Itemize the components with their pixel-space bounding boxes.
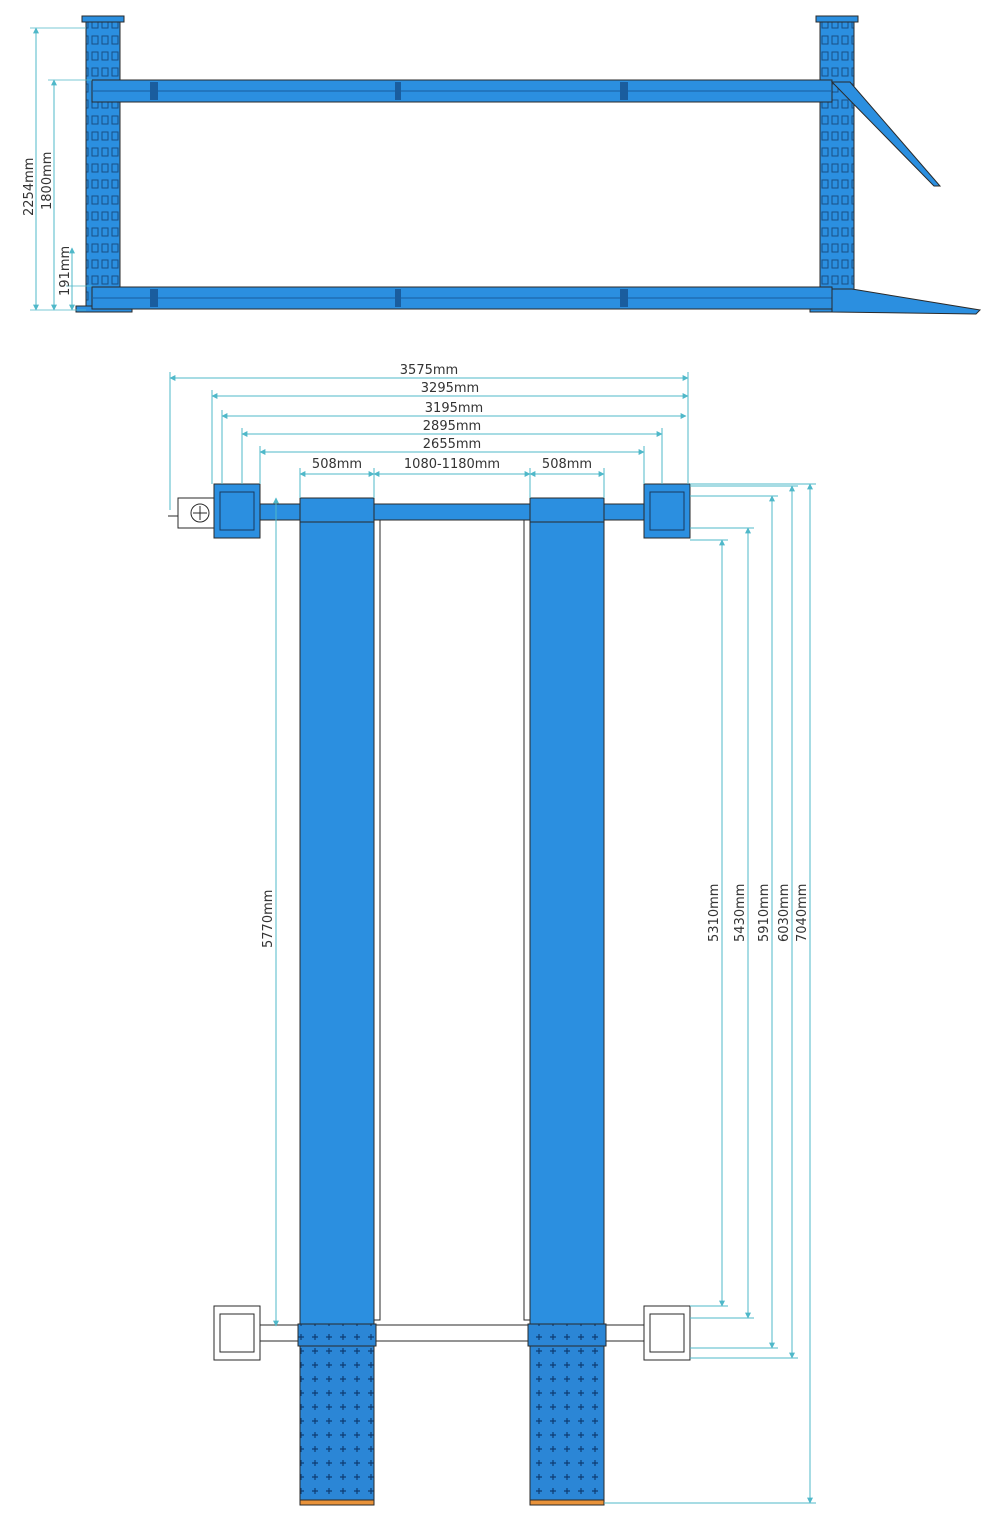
upper-runway-joint-right [620, 82, 628, 100]
right-post [819, 19, 855, 311]
lower-runway-joint-right [620, 289, 628, 307]
upper-ramp [830, 81, 942, 187]
label-width-overall: 3575mm [400, 363, 458, 378]
label-width-crossbeam: 2895mm [423, 419, 481, 434]
right-ramp [529, 1345, 605, 1501]
upper-runway-joint-left [150, 82, 158, 100]
left-ramp-edge [299, 1499, 375, 1506]
right-ramp-edge [529, 1499, 605, 1506]
right-post-cap [815, 15, 859, 23]
post-plate-top-left [213, 483, 261, 539]
label-length-total: 7040mm [795, 884, 810, 942]
left-runway [299, 497, 375, 1325]
left-runway-front-plate [299, 497, 375, 523]
label-runway-width-right: 508mm [542, 457, 592, 472]
right-runway-front-plate [529, 497, 605, 523]
left-ramp [299, 1345, 375, 1501]
left-post [85, 19, 121, 311]
label-length-posts-inner: 5310mm [707, 884, 722, 942]
lower-ramp [831, 288, 982, 315]
upper-runway-joint-mid [395, 82, 401, 100]
power-unit [168, 497, 215, 529]
top-view: 3575mm 3295mm 3195mm 2895mm 2655mm 508mm… [168, 363, 816, 1506]
post-plate-top-right [643, 483, 691, 539]
right-runway [529, 497, 605, 1325]
label-length-posts-overall: 6030mm [777, 884, 792, 942]
side-view: 2254mm 1800mm 191mm [22, 15, 982, 315]
label-width-posts-outer: 3295mm [421, 381, 479, 396]
label-height-min: 191mm [58, 246, 73, 296]
label-length-posts-outer: 5910mm [757, 884, 772, 942]
left-runway-rear-plate [297, 1323, 377, 1347]
right-runway-rear-plate [527, 1323, 607, 1347]
label-width-between-posts: 2655mm [423, 437, 481, 452]
lower-runway-joint-mid [395, 289, 401, 307]
label-height-deck: 1800mm [40, 152, 55, 210]
label-runway-width-left: 508mm [312, 457, 362, 472]
post-plate-bottom-left [213, 1305, 261, 1361]
label-runway-gap: 1080-1180mm [404, 457, 500, 472]
label-runway-length: 5770mm [261, 890, 276, 948]
label-length-posts-mid: 5430mm [733, 884, 748, 942]
left-post-cap [81, 15, 125, 23]
post-plate-bottom-right [643, 1305, 691, 1361]
label-height-total: 2254mm [22, 158, 37, 216]
label-width-posts-inner: 3195mm [425, 401, 483, 416]
lower-runway-joint-left [150, 289, 158, 307]
